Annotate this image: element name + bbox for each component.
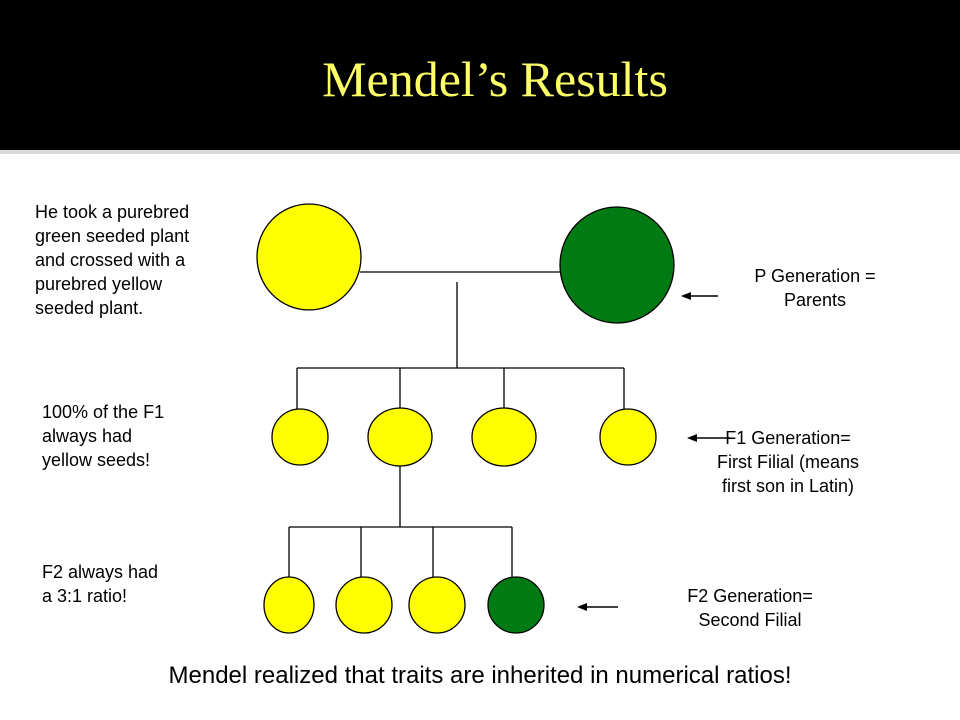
conclusion-text: Mendel realized that traits are inherite… [168,662,792,689]
f1-generation-label: F1 Generation= First Filial (means first… [716,428,859,496]
f1-arrow-icon [687,434,730,442]
p-generation-note: He took a purebred green seeded plant an… [35,202,190,318]
f1-offspring-3 [471,407,537,467]
p-yellow-parent [256,203,362,311]
f2-offspring-4 [487,576,545,634]
f2-offspring-3 [408,576,466,634]
f1-generation-note: 100% of the F1 always had yellow seeds! [42,402,165,470]
f1-offspring-2 [367,407,433,467]
p-green-parent [559,206,675,324]
slide-title: Mendel’s Results [322,51,668,107]
f1-offspring-1 [271,408,329,466]
p-generation-label: P Generation = Parents [754,266,876,310]
f2-offspring-1 [263,576,315,634]
f2-arrow-icon [577,603,618,611]
f1-offspring-4 [599,408,657,466]
title-divider [0,150,960,154]
f2-generation-label: F2 Generation= Second Filial [687,586,813,630]
title-bar [0,0,960,150]
p-arrow-icon [681,292,718,300]
f2-offspring-2 [335,576,393,634]
f2-generation-note: F2 always had a 3:1 ratio! [42,562,159,606]
